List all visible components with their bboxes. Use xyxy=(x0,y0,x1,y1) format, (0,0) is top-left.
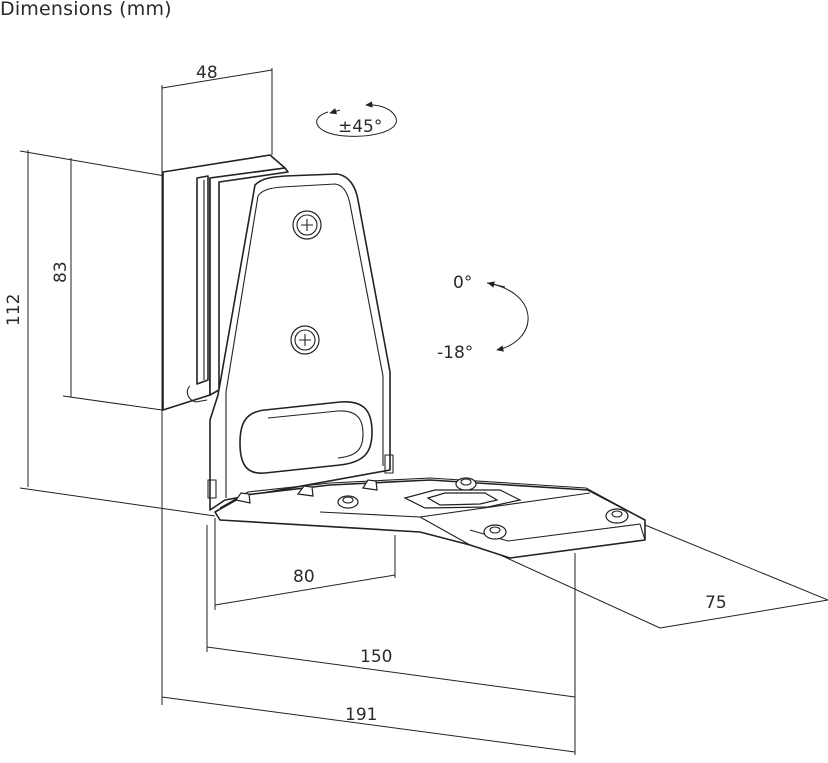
dimension-112: 112 xyxy=(4,150,216,517)
dimension-83-label: 83 xyxy=(51,261,71,283)
dimension-48: 48 xyxy=(161,63,273,410)
dimension-83: 83 xyxy=(51,158,163,411)
tilt-top-label: 0° xyxy=(453,273,472,293)
diagram-title: Dimensions (mm) xyxy=(0,0,172,20)
dimension-191: 191 xyxy=(161,410,576,755)
dimension-191-label: 191 xyxy=(345,705,377,725)
dimension-150: 150 xyxy=(206,525,576,698)
slot-opening xyxy=(239,401,373,474)
dimension-112-label: 112 xyxy=(4,294,24,326)
base-bolts xyxy=(337,477,629,540)
tilt-indicator: 0° -18° xyxy=(437,273,529,363)
screw-top xyxy=(292,210,322,240)
dimension-48-label: 48 xyxy=(196,63,218,83)
base-tabs xyxy=(234,479,378,504)
dimension-80: 80 xyxy=(214,518,396,610)
dimension-80-label: 80 xyxy=(293,567,315,587)
dimension-150-label: 150 xyxy=(360,647,392,667)
bracket-base-plate xyxy=(214,477,646,559)
dimension-75: 75 xyxy=(484,524,828,629)
swivel-indicator: ±45° xyxy=(316,101,397,137)
screw-bottom xyxy=(290,325,320,355)
swivel-angle-label: ±45° xyxy=(338,117,382,137)
tilt-bottom-label: -18° xyxy=(437,343,473,363)
dimension-75-label: 75 xyxy=(705,593,727,613)
bracket-wall-plate xyxy=(162,154,289,411)
